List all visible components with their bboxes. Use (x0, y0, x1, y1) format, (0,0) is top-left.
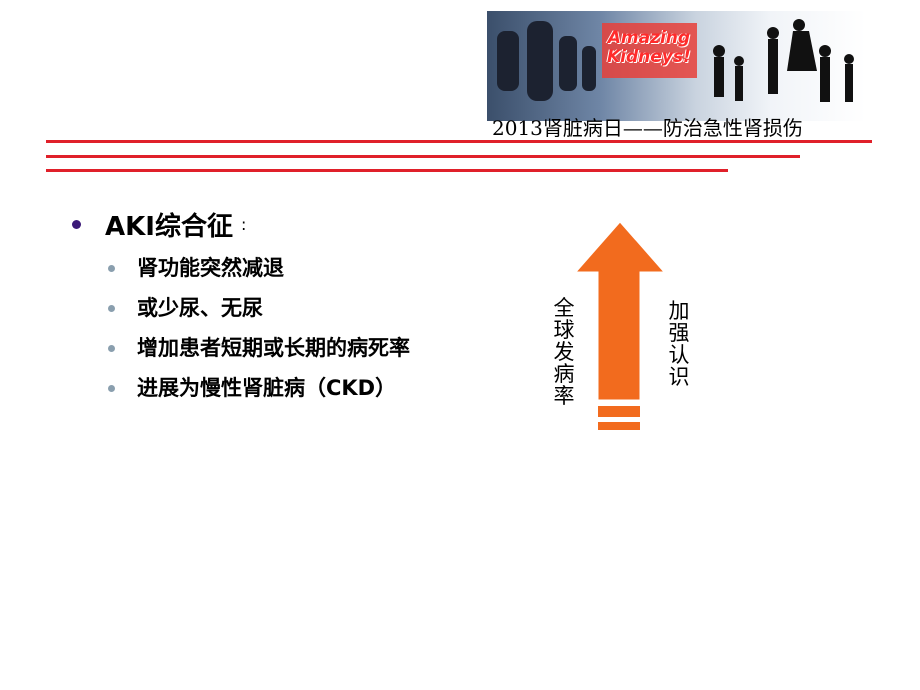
divider-line-2 (46, 155, 800, 158)
main-bullet-colon: : (240, 215, 247, 234)
banner-logo-text: Amazing Kidneys! (607, 28, 691, 67)
banner-silhouettes (497, 19, 854, 102)
bullet-list: AKI综合征 : 肾功能突然减退 或少尿、无尿 增加患者短期或长期的病死率 进展… (72, 206, 452, 403)
bullet-dot-icon (108, 345, 115, 352)
bullet-dot-icon (108, 385, 115, 392)
up-arrow-icon (574, 221, 666, 430)
main-bullet: AKI综合征 : (72, 206, 452, 243)
bullet-dot-icon (72, 220, 81, 229)
sub-bullet: 进展为慢性肾脏病（CKD） (108, 374, 452, 403)
raise-awareness-label: 加强认识 (668, 299, 690, 389)
sub-bullet-text: 肾功能突然减退 (137, 256, 284, 280)
sub-bullet: 肾功能突然减退 (108, 254, 452, 283)
main-bullet-text: AKI综合征 (105, 212, 233, 242)
slide-subtitle: 2013肾脏病日——防治急性肾损伤 (492, 116, 803, 140)
sub-bullet-text: 增加患者短期或长期的病死率 (137, 336, 410, 360)
bullet-dot-icon (108, 305, 115, 312)
sub-bullet-text: 或少尿、无尿 (137, 296, 263, 320)
divider-line-3 (46, 169, 728, 172)
sub-bullet: 增加患者短期或长期的病死率 (108, 334, 452, 363)
global-incidence-label: 全球发病率 (553, 296, 575, 408)
divider-line-1 (46, 140, 872, 143)
bullet-dot-icon (108, 265, 115, 272)
sub-bullet-text: 进展为慢性肾脏病（CKD） (137, 376, 397, 400)
header-banner: Amazing Kidneys! (487, 11, 866, 121)
sub-bullet: 或少尿、无尿 (108, 294, 452, 323)
